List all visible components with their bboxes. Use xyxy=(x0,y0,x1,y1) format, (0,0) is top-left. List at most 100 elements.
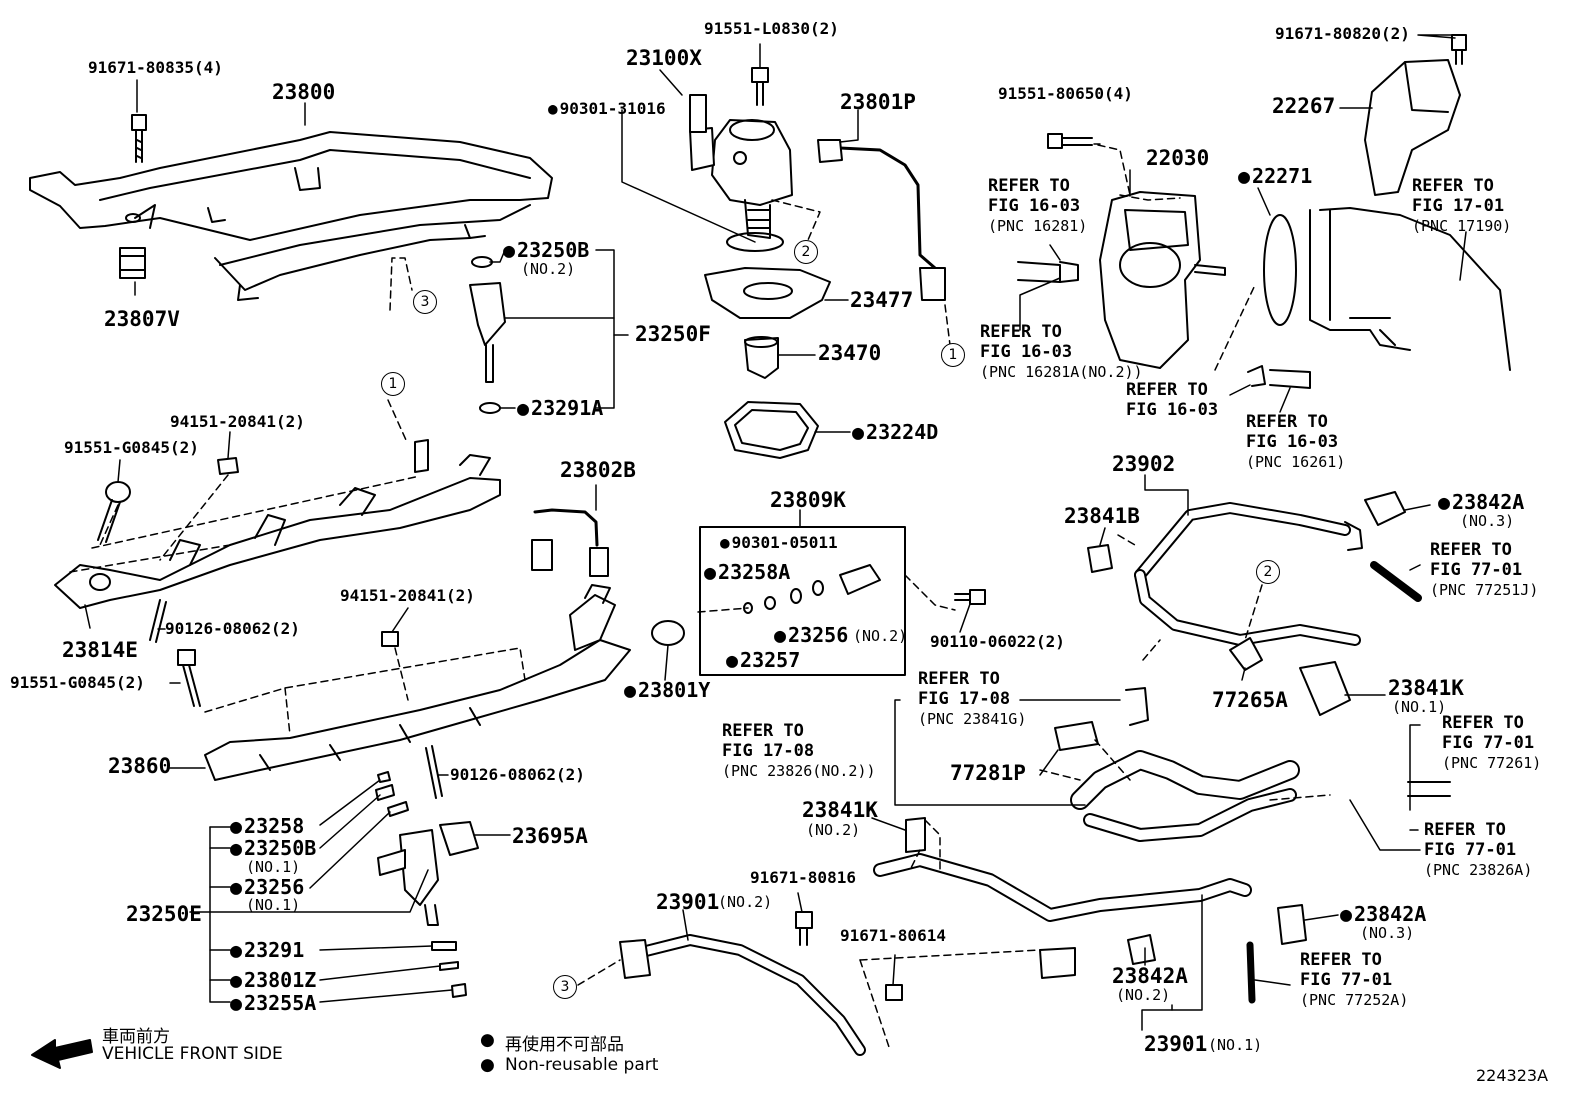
label-23901-no2: 23901 xyxy=(656,890,720,914)
label-23807V: 23807V xyxy=(104,307,180,331)
fuel-pipe-23801P xyxy=(817,139,946,301)
label-23801Y: 23801Y xyxy=(624,680,710,700)
fuel-pump-23100X xyxy=(689,94,793,239)
label-23255A: 23255A xyxy=(230,993,316,1013)
fuel-rail-23800 xyxy=(29,131,553,301)
label-23250B-no1: 23250B xyxy=(230,838,316,858)
label-90301-31016: 90301-31016 xyxy=(548,101,666,117)
label-23291: 23291 xyxy=(230,940,304,960)
injector-23250F xyxy=(469,256,506,414)
label-91671-80820: 91671-80820(2) xyxy=(1275,24,1410,43)
label-23477: 23477 xyxy=(850,288,914,312)
label-23841B: 23841B xyxy=(1064,504,1140,528)
leader-lines xyxy=(84,34,1467,1031)
label-23257: 23257 xyxy=(726,650,800,670)
label-23695A: 23695A xyxy=(512,824,588,848)
injector-23250E xyxy=(375,771,467,998)
hose-assembly-23826 xyxy=(1070,750,1300,842)
label-91671-80614: 91671-80614 xyxy=(840,926,946,945)
label-91551-G0845-b: 91551-G0845(2) xyxy=(10,673,145,692)
label-23250E: 23250E xyxy=(126,902,202,926)
nut-94151-20841-b xyxy=(381,631,399,647)
callout-1-a: 1 xyxy=(381,372,405,396)
label-23256-no2: 23256 xyxy=(774,625,848,645)
label-no1-c: (NO.1) xyxy=(1392,698,1447,716)
bolt-91671-80835 xyxy=(131,114,147,163)
stud-90126-08062-a xyxy=(149,599,167,643)
clamp-lower xyxy=(1039,947,1076,979)
bolt-91551-G0845-a xyxy=(97,481,131,543)
label-23291A: 23291A xyxy=(517,398,603,418)
label-91551-G0845-a: 91551-G0845(2) xyxy=(64,438,199,457)
label-no3-b: (NO.3) xyxy=(1360,924,1415,942)
label-90301-05011: 90301-05011 xyxy=(720,535,838,551)
label-23470: 23470 xyxy=(818,341,882,365)
hose-23901-no1 xyxy=(873,853,1252,922)
clamp-23842A-mid xyxy=(1127,934,1156,965)
intake-manifold xyxy=(1309,207,1511,371)
grommet-23807V xyxy=(119,247,146,279)
label-23258: 23258 xyxy=(230,816,304,836)
label-23842A-top: 23842A xyxy=(1438,492,1524,512)
label-23841K-no2: 23841K xyxy=(802,798,878,822)
figure-id: 224323A xyxy=(1476,1066,1549,1085)
label-90126-08062-a: 90126-08062(2) xyxy=(165,619,300,638)
valve-77281P xyxy=(1054,721,1099,751)
callout-1-b: 1 xyxy=(941,343,965,367)
label-91671-80835: 91671-80835(4) xyxy=(88,58,223,77)
lifter-23470 xyxy=(744,336,779,379)
label-23802B: 23802B xyxy=(560,458,636,482)
label-no2-e: (NO.2) xyxy=(1116,986,1171,1004)
label-23841K-no1: 23841K xyxy=(1388,676,1464,700)
hose-23901-no2 xyxy=(619,934,866,1056)
label-22271: 22271 xyxy=(1238,166,1312,186)
label-no2-c: (NO.2) xyxy=(806,821,861,839)
bracket-22267 xyxy=(1364,59,1461,196)
bolt-91551-G0845-b xyxy=(177,649,201,707)
label-23809K: 23809K xyxy=(770,488,846,512)
label-77265A: 77265A xyxy=(1212,688,1288,712)
clamp-23842A-right xyxy=(1277,904,1307,945)
nonreusable-label-en: Non-reusable part xyxy=(505,1055,659,1075)
clamp-23841K-no2 xyxy=(905,817,926,853)
callout-2-a: 2 xyxy=(794,240,818,264)
dashed-lines xyxy=(69,144,1331,1051)
clip-23695A xyxy=(439,821,479,856)
bolt-91671-80614 xyxy=(885,984,903,1001)
bolt-91551-L0830 xyxy=(751,67,769,106)
nonreusable-label-jp: 再使用不可部品 xyxy=(505,1035,624,1055)
label-no2-a: (NO.2) xyxy=(521,260,576,278)
fuel-tube-23802B xyxy=(531,508,609,577)
label-23842A-mid: 23842A xyxy=(1112,964,1188,988)
label-23814E: 23814E xyxy=(62,638,138,662)
label-23258A: 23258A xyxy=(704,562,790,582)
label-23800: 23800 xyxy=(272,80,336,104)
throttle-body-22030 xyxy=(1099,191,1226,369)
delivery-pipe-23814E xyxy=(54,439,501,609)
label-23250B-top: 23250B xyxy=(503,240,589,260)
pipe-77251J xyxy=(1370,561,1422,602)
label-23256-no1: 23256 xyxy=(230,877,304,897)
vehicle-front-label-jp: 車両前方 xyxy=(102,1027,170,1047)
hoses-16-03 xyxy=(1017,261,1311,389)
label-91671-80816: 91671-80816 xyxy=(750,868,856,887)
vehicle-front-arrow xyxy=(31,1039,93,1069)
callout-2-b: 2 xyxy=(1256,560,1280,584)
bolt-90110-06022 xyxy=(954,589,986,605)
stud-90126-08062-b xyxy=(425,745,443,799)
label-77281P: 77281P xyxy=(950,761,1026,785)
label-23801P: 23801P xyxy=(840,90,916,114)
seal-23801Y xyxy=(651,620,685,646)
pipe-77252A xyxy=(1246,941,1256,1004)
